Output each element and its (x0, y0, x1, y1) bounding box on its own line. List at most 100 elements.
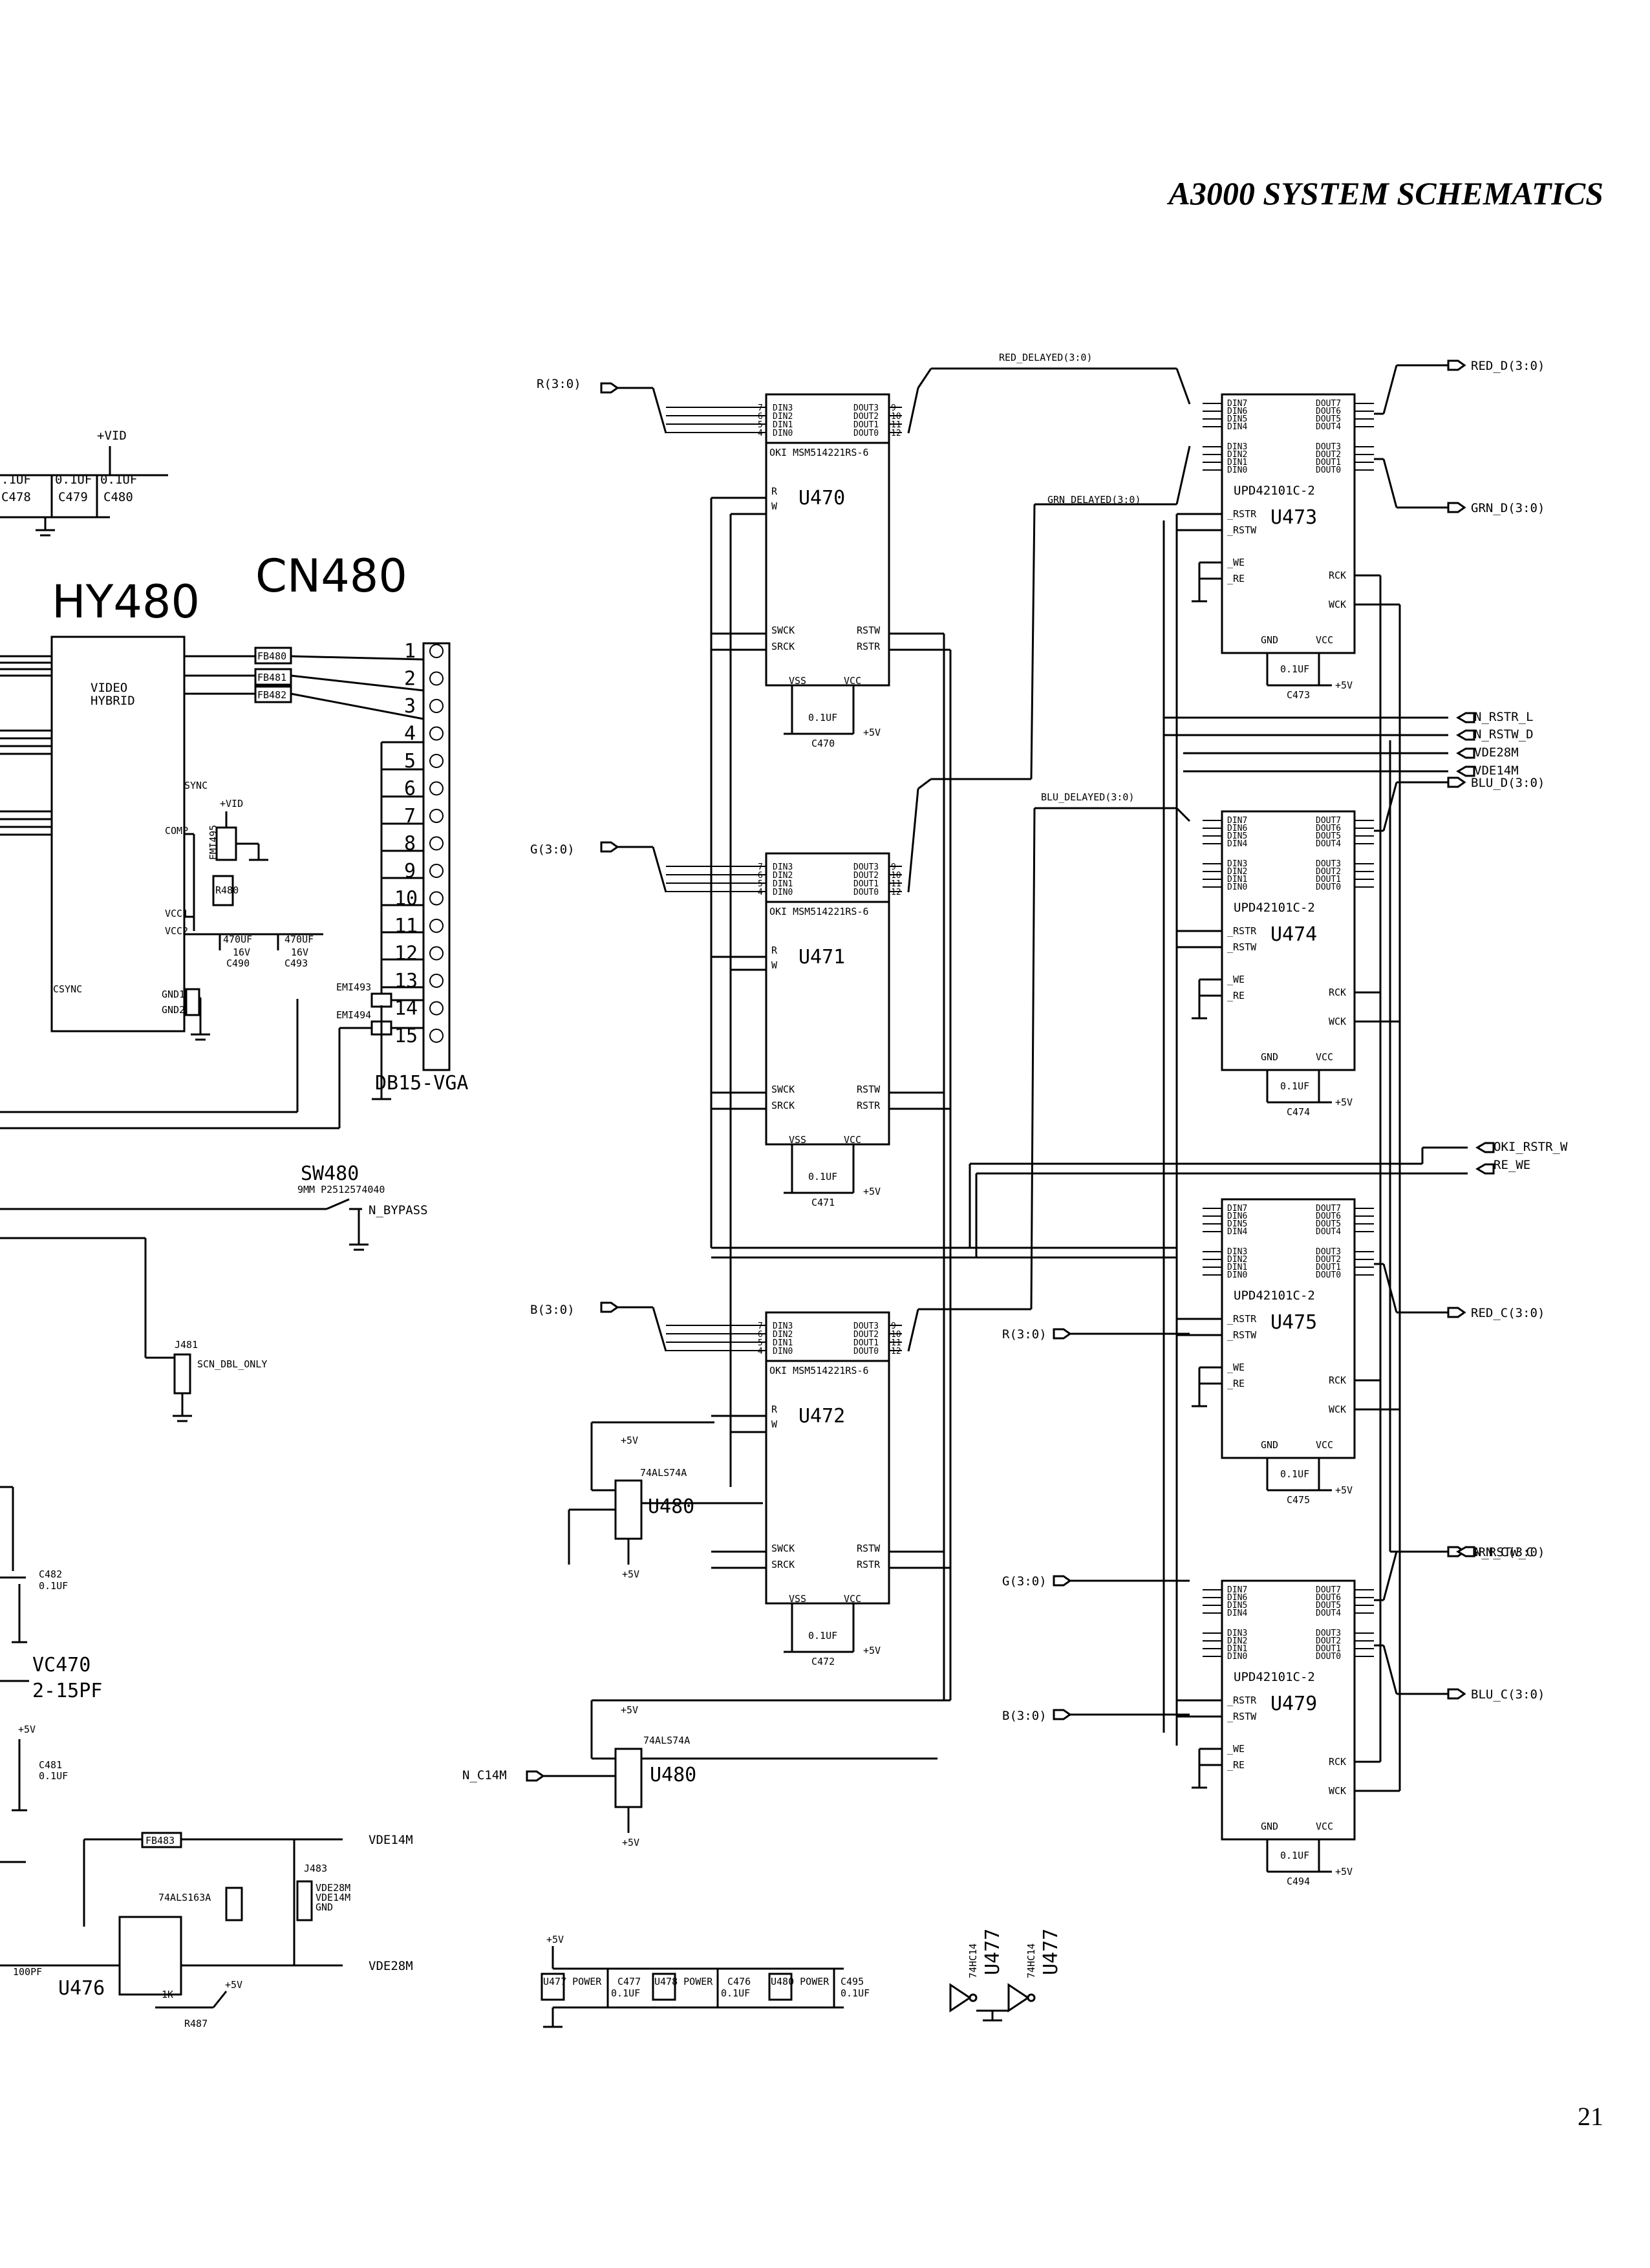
fifo-pin-vss: VSS (789, 1593, 806, 1605)
fifo-din-num: 5 (758, 1338, 763, 1348)
upd-dout-hi: DOUT6 (1316, 1212, 1341, 1221)
fifo-din-label: DIN3 (773, 1321, 793, 1331)
cap-c480: C480 (103, 490, 133, 504)
fb481-label: FB481 (257, 672, 286, 683)
cap-c478: C478 (1, 490, 31, 504)
cap-value-1: .1UF (1, 473, 31, 487)
upd-cap-rail: +5V (1335, 1866, 1353, 1878)
upd-dout-lo: DOUT1 (1316, 1263, 1341, 1272)
fifo-dout-label: DOUT1 (853, 420, 879, 430)
ff1-part: 74ALS74A (640, 1467, 687, 1479)
upd-part: UPD42101C-2 (1234, 484, 1315, 498)
fifo-cap-rail: +5V (863, 727, 881, 738)
fifo-dout-label: DOUT3 (853, 403, 879, 413)
connector-pin-2: 2 (404, 668, 416, 690)
fb482-label: FB482 (257, 689, 286, 701)
upd-dout-lo: DOUT0 (1316, 1652, 1341, 1662)
fifo-din-label: DIN3 (773, 862, 793, 872)
connector-pin-dot (429, 1001, 444, 1016)
upd-pin-we: _WE (1227, 1743, 1245, 1755)
upd-pin-rstw: _RSTW (1227, 1711, 1257, 1722)
fifo-dout-label: DOUT1 (853, 1338, 879, 1348)
upd-din-lo: DIN3 (1227, 1247, 1247, 1257)
upd-din-hi: DIN4 (1227, 839, 1247, 849)
connector-pin-dot (429, 864, 444, 878)
upd-pin-vcc: VCC (1316, 1821, 1333, 1832)
input-b-fifo: B(3:0) (530, 1303, 575, 1317)
fifo-pin-w: W (771, 1418, 778, 1430)
r487-value: 1K (162, 1989, 173, 2000)
fifo-name: U470 (798, 487, 845, 509)
upd-dout-hi: DOUT7 (1316, 399, 1341, 409)
upd-pin-gnd: GND (1261, 1439, 1278, 1451)
fifo-name: U472 (798, 1405, 845, 1428)
net-n-rstr-l: N_RSTR_L (1474, 710, 1534, 724)
connector-pin-12: 12 (394, 943, 418, 965)
upd-pin-we: _WE (1227, 1362, 1245, 1373)
upd-pin-rck: RCK (1329, 1756, 1346, 1768)
fifo-pin-rstr: RSTR (857, 1559, 881, 1570)
upd-din-hi: DIN5 (1227, 414, 1247, 424)
fb483-label: FB483 (145, 1835, 175, 1846)
fifo-dout-num: 11 (891, 1338, 901, 1348)
upd-din-lo: DIN1 (1227, 458, 1247, 467)
upd-dout-lo: DOUT2 (1316, 450, 1341, 460)
upd-dout-hi: DOUT4 (1316, 1609, 1341, 1618)
upd-din-lo: DIN2 (1227, 1255, 1247, 1265)
decoupling-row: +5V U477 POWER C477 0.1UF U478 POWER C47… (541, 1929, 1062, 2028)
fifo-cap-rail: +5V (863, 1186, 881, 1197)
upd-dout-lo: DOUT2 (1316, 867, 1341, 877)
upd-pin-re: _RE (1227, 990, 1245, 1001)
upd-pin-rck: RCK (1329, 570, 1346, 581)
ff1-rail: +5V (621, 1435, 638, 1446)
connector-pin-dot (429, 1029, 444, 1043)
upd-pin-wck: WCK (1329, 599, 1346, 610)
upd-din-lo: DIN3 (1227, 442, 1247, 452)
flipflop-bottom: +5V 74ALS74A U480 N_C14M +5V (462, 1699, 950, 1848)
upd-output-lo: RED_C(3:0) (1471, 1306, 1545, 1320)
fifo-dout-num: 10 (891, 412, 901, 422)
upd-output-hi: BLU_D(3:0) (1471, 776, 1545, 790)
upd-name: U474 (1270, 923, 1317, 946)
upd-din-hi: DIN4 (1227, 422, 1247, 432)
fifo-cap-label: C471 (811, 1197, 835, 1208)
upd-name: U475 (1270, 1311, 1317, 1334)
upd-dout-lo: DOUT1 (1316, 1644, 1341, 1654)
fifo-din-num: 5 (758, 420, 763, 430)
power-u480: U480 POWER (771, 1976, 830, 1987)
net-n-rstw-c: N_RSTW_C (1474, 1545, 1534, 1559)
fifo-cap-rail: +5V (863, 1645, 881, 1656)
fifo-din-label: DIN2 (773, 871, 793, 881)
fifo-pin-rstw: RSTW (857, 625, 881, 636)
fifo-din-num: 4 (758, 888, 763, 897)
upd-output-lo: GRN_D(3:0) (1471, 501, 1545, 515)
upd-output-hi: RED_D(3:0) (1471, 359, 1545, 373)
c493-label: C493 (284, 957, 308, 969)
connector-pin-4: 4 (404, 723, 416, 745)
emi495-label: EMI495 (208, 825, 219, 860)
fifo-name: U471 (798, 946, 845, 968)
upd-dout-hi: DOUT4 (1316, 1227, 1341, 1237)
fifo-pin-w: W (771, 500, 778, 512)
bus-red-delayed: RED_DELAYED(3:0) (999, 352, 1093, 363)
fifo-pin-vcc: VCC (844, 675, 861, 687)
c481-value: 0.1UF (39, 1770, 68, 1782)
j483-pin-3: GND (316, 1901, 333, 1913)
fifo-din-label: DIN2 (773, 1330, 793, 1340)
fifo-din-num: 7 (758, 403, 763, 413)
connector-pin-dot (429, 671, 444, 686)
net-vde28m: VDE28M (1474, 745, 1519, 760)
upd-pin-wck: WCK (1329, 1404, 1346, 1415)
fifo-dout-num: 10 (891, 871, 901, 881)
connector-name: CN480 (255, 550, 407, 603)
fifo-pin-r: R (771, 945, 778, 956)
ff2-rail: +5V (621, 1704, 638, 1716)
fifo-dout-label: DOUT2 (853, 871, 879, 881)
upd-dout-hi: DOUT6 (1316, 407, 1341, 416)
hybrid-label-1: VIDEO (91, 681, 127, 695)
upd-din-lo: DIN0 (1227, 465, 1247, 475)
connector-pin-7: 7 (404, 805, 416, 828)
upd-din-lo: DIN1 (1227, 875, 1247, 884)
